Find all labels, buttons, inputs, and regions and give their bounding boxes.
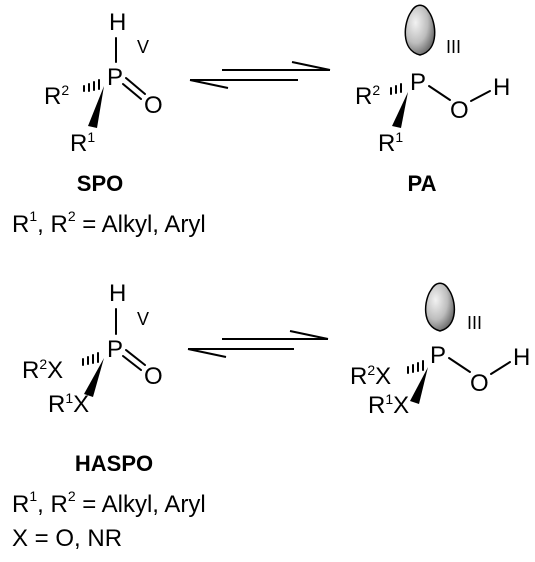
pa-o-h-bond <box>470 90 491 102</box>
phosphinous-o-h-bond <box>490 361 511 375</box>
haspo-double-bond-a <box>125 349 146 366</box>
phosphinous-p-o-bond <box>448 357 471 373</box>
haspo-r2x-label: R2X <box>22 356 63 384</box>
haspo-wedge-bond <box>84 358 104 397</box>
pa-wedge-bond <box>392 92 408 128</box>
haspo-h-atom: H <box>109 280 126 307</box>
pa-oxidation-state: III <box>446 37 461 57</box>
phosphinous-lone-pair <box>425 282 455 332</box>
pa-o-atom: O <box>450 97 469 124</box>
spo-caption: SPO <box>77 171 123 196</box>
phosphinous-r2x-label: R2X <box>350 362 391 390</box>
equilibrium-arrows-1 <box>189 61 331 89</box>
spo-h-atom: H <box>109 9 126 36</box>
pa-p-atom: P <box>410 69 426 96</box>
phosphinous-oxidation-state: III <box>467 313 482 333</box>
phosphinous-wedge-bond <box>410 367 428 404</box>
scheme2-x-definition: X = O, NR <box>12 525 122 552</box>
scheme1-substituents: R1, R2 = Alkyl, Aryl <box>12 208 206 238</box>
pa-caption: PA <box>408 171 437 196</box>
haspo-caption: HASPO <box>75 451 153 476</box>
haspo-structure: H V P O R2X R1X HASPO <box>22 280 163 476</box>
pa-r2-label: R2 <box>355 82 380 110</box>
spo-r2-label: R2 <box>44 82 69 110</box>
phosphinous-h-atom: H <box>513 344 530 371</box>
phosphinous-r1x-label: R1X <box>368 391 409 419</box>
spo-double-bond-b <box>122 83 142 100</box>
spo-structure: H V P O R2 R1 SPO <box>44 9 163 196</box>
haspo-oxidation-state: V <box>137 309 149 329</box>
phosphinous-p-atom: P <box>430 342 446 369</box>
spo-hashed-bond <box>83 79 100 92</box>
pa-hashed-bond <box>390 83 402 95</box>
spo-wedge-bond <box>88 86 104 128</box>
haspo-double-bond-b <box>122 355 142 371</box>
pa-lone-pair <box>404 4 436 56</box>
spo-oxidation-state: V <box>137 37 149 57</box>
equilibrium-arrows-2 <box>187 330 329 358</box>
spo-double-bond-a <box>125 77 146 95</box>
spo-p-atom: P <box>107 64 123 91</box>
scheme2-substituents: R1, R2 = Alkyl, Aryl <box>12 488 206 518</box>
haspo-p-atom: P <box>107 336 123 363</box>
spo-r1-label: R1 <box>70 129 95 157</box>
haspo-hashed-bond <box>82 352 99 366</box>
pa-structure: III P O H R2 R1 PA <box>355 4 510 196</box>
pa-h-atom: H <box>493 74 510 101</box>
phosphinous-acid-structure: III P O H R2X R1X <box>350 282 530 419</box>
phosphinous-o-atom: O <box>470 370 489 397</box>
haspo-o-atom: O <box>144 363 163 390</box>
pa-p-o-bond <box>428 85 451 101</box>
phosphinous-hashed-bond <box>407 360 424 374</box>
haspo-r1x-label: R1X <box>48 390 89 418</box>
spo-o-atom: O <box>144 92 163 119</box>
pa-r1-label: R1 <box>378 129 403 157</box>
